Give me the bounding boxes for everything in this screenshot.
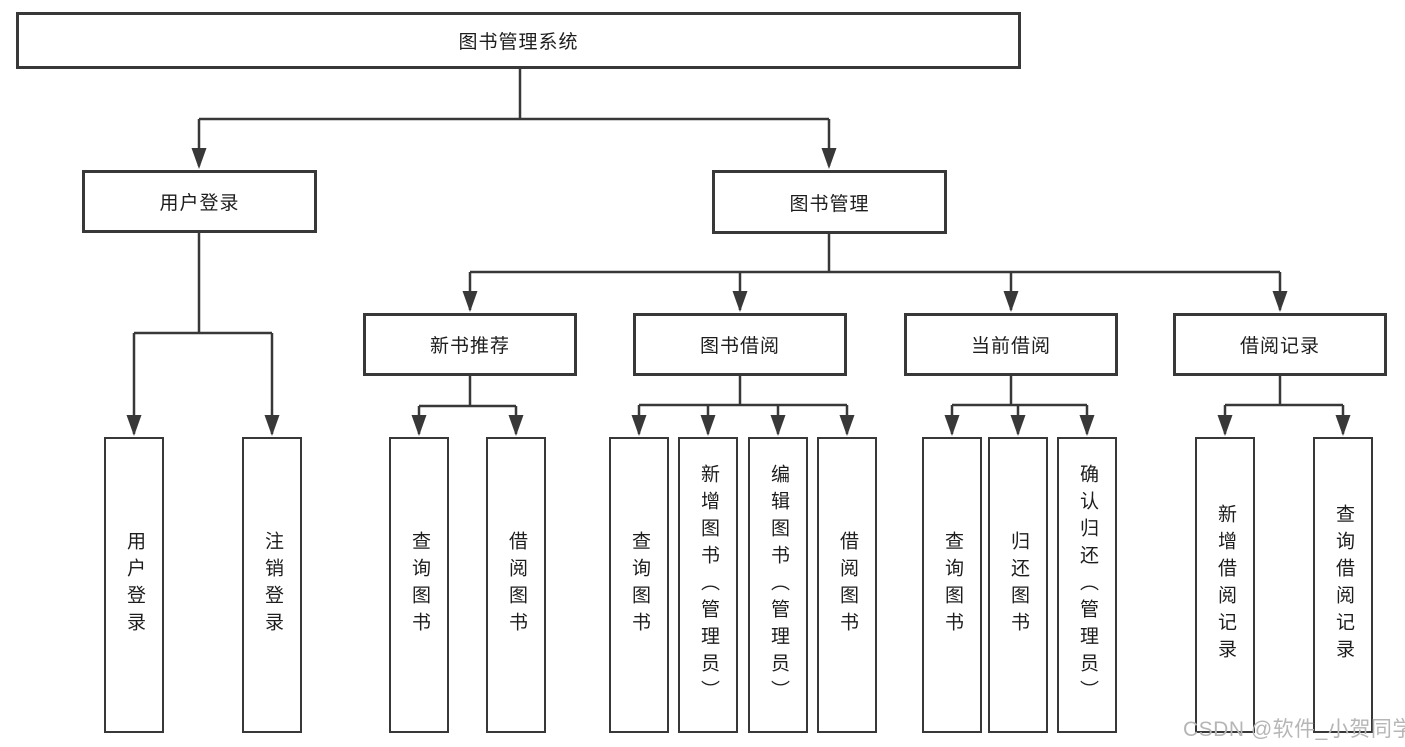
node-label: 借阅图书: [836, 531, 858, 639]
watermark: CSDN @软件_小贺同学: [1183, 718, 1405, 741]
leaf-current-query-books: 查询图书: [922, 437, 982, 733]
node-book-borrowing: 图书借阅: [633, 313, 847, 376]
arrowhead-icons: [126, 148, 1351, 436]
node-label: 查询借阅记录: [1332, 504, 1354, 666]
node-book-management: 图书管理: [712, 170, 947, 234]
leaf-borrow-edit-books-admin: 编辑图书（管理员）: [748, 437, 808, 733]
node-label: 查询图书: [628, 531, 650, 639]
leaf-records-query-record: 查询借阅记录: [1313, 437, 1373, 733]
leaf-borrow-add-books-admin: 新增图书（管理员）: [678, 437, 738, 733]
leaf-recommend-borrow-books: 借阅图书: [486, 437, 546, 733]
leaf-user-login: 用户登录: [104, 437, 164, 733]
node-label: 图书管理系统: [458, 32, 579, 53]
leaf-borrow-query-books: 查询图书: [609, 437, 669, 733]
node-label: 查询图书: [408, 531, 430, 639]
leaf-borrow-borrow-books: 借阅图书: [817, 437, 877, 733]
node-label: 查询图书: [941, 531, 963, 639]
node-label: 图书借阅: [699, 336, 780, 357]
leaf-current-confirm-return-admin: 确认归还（管理员）: [1057, 437, 1117, 733]
node-label: 归还图书: [1007, 531, 1029, 639]
node-new-book-recommendation: 新书推荐: [363, 313, 577, 376]
leaf-recommend-query-books: 查询图书: [389, 437, 449, 733]
node-label: 用户登录: [123, 531, 145, 639]
node-label: 新增借阅记录: [1214, 504, 1236, 666]
node-library-management-system: 图书管理系统: [16, 12, 1021, 69]
leaf-current-return-books: 归还图书: [988, 437, 1048, 733]
node-label: 编辑图书（管理员）: [767, 463, 789, 707]
node-label: 当前借阅: [970, 336, 1051, 357]
node-label: 借阅图书: [505, 531, 527, 639]
node-user-login: 用户登录: [82, 170, 317, 233]
node-current-borrowing: 当前借阅: [904, 313, 1118, 376]
node-label: 借阅记录: [1239, 336, 1320, 357]
node-label: 新书推荐: [429, 336, 510, 357]
node-label: 确认归还（管理员）: [1076, 463, 1098, 707]
node-label: 图书管理: [789, 193, 870, 215]
leaf-records-add-record: 新增借阅记录: [1195, 437, 1255, 733]
node-borrowing-records: 借阅记录: [1173, 313, 1387, 376]
node-label: 用户登录: [159, 193, 240, 214]
node-label: 新增图书（管理员）: [697, 463, 719, 707]
node-label: 注销登录: [261, 531, 283, 639]
leaf-logout: 注销登录: [242, 437, 302, 733]
